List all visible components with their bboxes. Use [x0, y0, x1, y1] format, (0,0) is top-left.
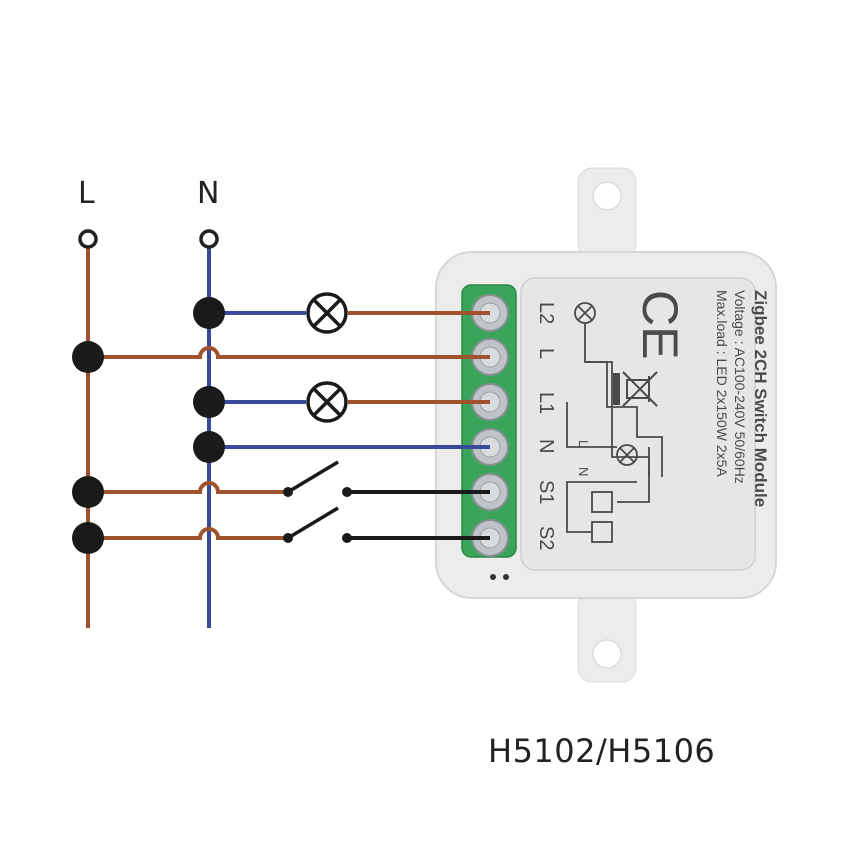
- junction-dot: [193, 431, 225, 463]
- mounting-tab-bottom: [577, 591, 637, 683]
- schematic-label-l: L: [576, 440, 591, 447]
- junction-dot: [72, 522, 104, 554]
- led-dots: [490, 574, 509, 580]
- live-label: L: [78, 176, 95, 211]
- junction-dot: [193, 297, 225, 329]
- lamp-1-circuit: [209, 292, 490, 334]
- live-line: [78, 229, 98, 628]
- ce-mark: CE: [632, 290, 688, 359]
- junction-dot: [193, 386, 225, 418]
- terminal-label-l2: L2: [535, 302, 557, 324]
- mounting-tab-top: [577, 167, 637, 259]
- lamp-2-icon: [306, 381, 348, 423]
- junction-dot: [72, 341, 104, 373]
- terminal-label-s2: S2: [535, 526, 557, 550]
- neutral-label: N: [197, 176, 219, 211]
- switch-1-circuit: [88, 460, 490, 497]
- terminal-label-s1: S1: [535, 480, 557, 504]
- module-label: Zigbee 2CH Switch Module Voltage : AC100…: [535, 290, 770, 550]
- switch-2-circuit: [88, 506, 490, 543]
- module-max-load: Max.load : LED 2x150W 2x5A: [714, 290, 730, 477]
- terminal-label-n: N: [535, 439, 557, 453]
- module-title: Zigbee 2CH Switch Module: [751, 290, 770, 507]
- junction-dot: [72, 476, 104, 508]
- terminal-screw-s1: [471, 473, 509, 511]
- schematic-label-n: N: [576, 467, 591, 476]
- switch-module: [435, 251, 777, 599]
- junction-dots: [72, 297, 225, 554]
- lamp-1-icon: [306, 292, 348, 334]
- module-voltage: Voltage : AC100-240V 50/60Hz: [732, 290, 748, 484]
- lamp-2-circuit: [209, 381, 490, 423]
- terminal-label-l: L: [535, 348, 557, 359]
- terminal-block: [461, 284, 517, 558]
- weee-bin-icon: [613, 371, 658, 407]
- terminal-label-l1: L1: [535, 392, 557, 414]
- wiring-schematic: [566, 302, 663, 543]
- neutral-line: [199, 229, 219, 628]
- model-number: H5102/H5106: [488, 732, 715, 770]
- live-feed-wire: [88, 346, 490, 359]
